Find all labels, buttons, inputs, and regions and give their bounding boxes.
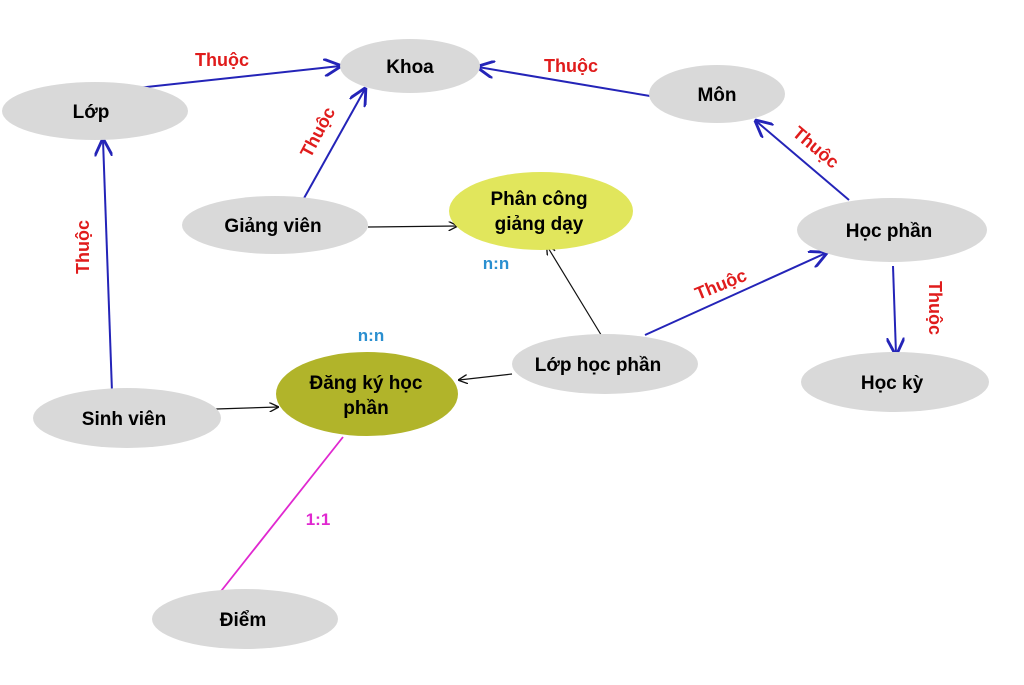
edge-label-hocphan-hocky: Thuộc	[925, 281, 945, 335]
relation-dang-ky: Đăng ký học phần	[276, 352, 458, 436]
edge-sinhvien-lop	[103, 140, 113, 393]
edge-lop-khoa	[127, 66, 340, 90]
node-diem: Điểm	[152, 589, 338, 649]
node-diem-shape	[152, 589, 338, 649]
node-sinh-vien: Sinh viên	[33, 388, 221, 448]
cardinality-diem: 1:1	[306, 510, 331, 529]
edge-sinhvien-dangky	[215, 407, 278, 409]
edge-hocphan-mon	[756, 121, 850, 201]
edge-dangky-diem	[217, 436, 344, 596]
node-diem-label: Điểm	[220, 610, 266, 631]
edge-label-sinhvien-lop: Thuộc	[73, 220, 93, 274]
node-hoc-phan-label: Học phần	[846, 221, 933, 242]
edge-label-lophocphan-hocphan: Thuộc	[692, 265, 750, 304]
relation-phan-cong: Phân công giảng dạy	[449, 172, 633, 250]
relation-phan-cong-line-1: Phân công	[490, 189, 587, 210]
edge-lophocphan-hocphan	[644, 253, 826, 336]
node-giang-vien-label: Giảng viên	[224, 216, 321, 237]
node-mon: Môn	[649, 65, 785, 123]
node-hoc-phan-shape	[797, 198, 987, 262]
node-lop-shape	[2, 82, 188, 140]
edge-mon-khoa	[478, 67, 651, 97]
relation-phan-cong-line-2: giảng dạy	[495, 214, 584, 235]
node-lop-hoc-phan: Lớp học phần	[512, 334, 698, 394]
relation-dang-ky-line-2: phần	[343, 398, 388, 419]
edge-lophocphan-dangky	[459, 373, 513, 380]
edge-giangvien-phancong	[367, 226, 457, 227]
node-khoa: Khoa	[340, 39, 480, 93]
node-hoc-phan: Học phần	[797, 198, 987, 262]
node-khoa-label: Khoa	[386, 57, 434, 78]
node-sinh-vien-shape	[33, 388, 221, 448]
edge-label-giangvien-khoa: Thuộc	[296, 104, 339, 161]
edges	[103, 66, 896, 596]
relation-dang-ky-shape	[276, 352, 458, 436]
node-hoc-ky-label: Học kỳ	[861, 373, 924, 394]
node-giang-vien: Giảng viên	[182, 196, 368, 254]
edge-hocphan-hocky	[893, 265, 896, 354]
edge-giangvien-khoa	[302, 89, 365, 201]
node-lop-hoc-phan-label: Lớp học phần	[535, 355, 661, 376]
node-lop-hoc-phan-shape	[512, 334, 698, 394]
edge-label-lop-khoa: Thuộc	[195, 50, 249, 70]
node-lop-label: Lớp	[73, 102, 110, 123]
node-mon-label: Môn	[697, 85, 736, 106]
node-mon-shape	[649, 65, 785, 123]
edge-lophocphan-phancong	[547, 246, 604, 339]
node-khoa-shape	[340, 39, 480, 93]
cardinality-phan-cong: n:n	[483, 254, 509, 273]
node-sinh-vien-label: Sinh viên	[82, 409, 166, 430]
relation-phan-cong-shape	[449, 172, 633, 250]
relation-dang-ky-line-1: Đăng ký học	[310, 373, 423, 394]
edge-label-mon-khoa: Thuộc	[544, 56, 598, 76]
node-lop: Lớp	[2, 82, 188, 140]
node-giang-vien-shape	[182, 196, 368, 254]
node-hoc-ky: Học kỳ	[801, 352, 989, 412]
edge-label-hocphan-mon: Thuộc	[789, 122, 843, 172]
cardinality-dang-ky: n:n	[358, 326, 384, 345]
node-hoc-ky-shape	[801, 352, 989, 412]
